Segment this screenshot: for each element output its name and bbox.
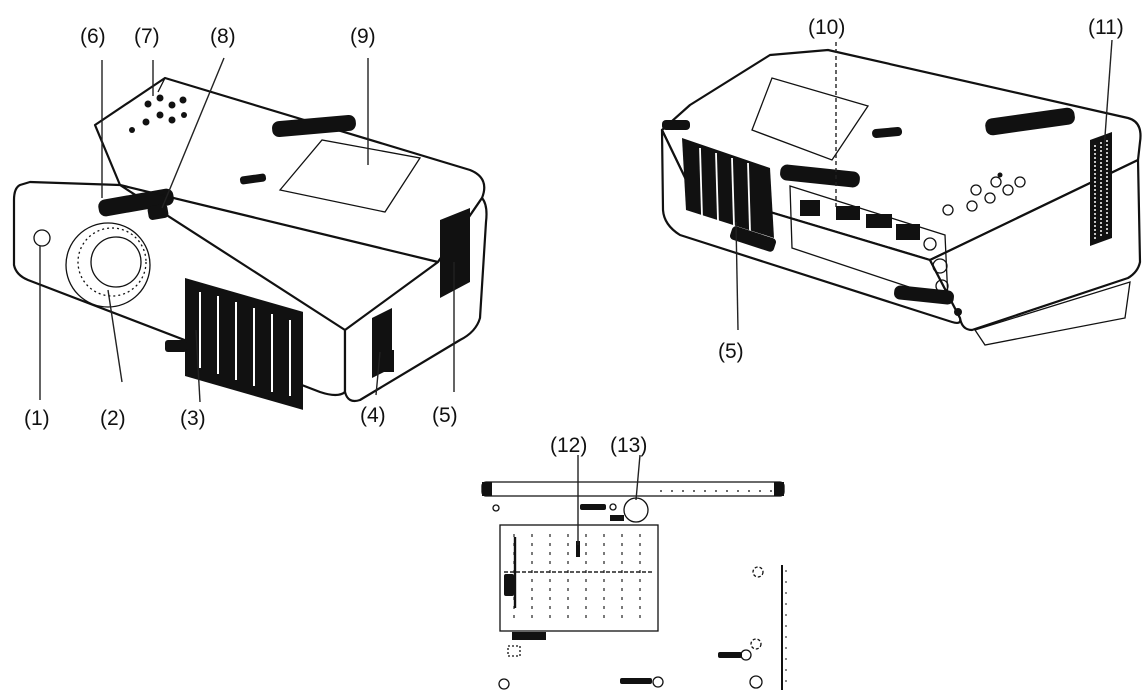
lamp-cover: [278, 139, 422, 213]
front-vent: [185, 278, 303, 410]
callout-12: (12): [550, 434, 587, 457]
callout-13: (13): [610, 434, 647, 457]
callout-11: (11): [1088, 16, 1124, 39]
connector-panel: [780, 164, 962, 316]
callout-8: (8): [210, 25, 236, 48]
foot-adjuster: [623, 497, 649, 523]
control-panel-rear: [942, 172, 1026, 216]
projector-bottom-view: [481, 454, 787, 690]
bottom-plate: [499, 524, 659, 632]
callout-1: (1): [24, 407, 50, 430]
lens-shift-lever: [147, 204, 169, 220]
lens: [90, 236, 142, 288]
callout-9: (9): [350, 25, 376, 48]
callout-3: (3): [180, 407, 206, 430]
top-handle-rear: [985, 107, 1075, 136]
callout-10: (10): [808, 16, 845, 39]
projector-rear-view: [660, 39, 1142, 346]
front-handle: [98, 188, 174, 217]
projector-front-view: [12, 57, 488, 410]
adjustable-foot: [165, 340, 187, 352]
filter-tab: [576, 541, 580, 557]
callout-4: (4): [360, 404, 386, 427]
callout-6: (6): [80, 25, 106, 48]
ir-sensor: [33, 229, 51, 247]
callout-2: (2): [100, 407, 126, 430]
callout-5-rear: (5): [718, 340, 744, 363]
lens-ring: [65, 222, 151, 308]
callout-5: (5): [432, 404, 458, 427]
side-vent: [372, 208, 470, 378]
callout-labels: (6) (7) (8) (9) (1) (2) (3) (4) (5) (10)…: [24, 16, 1124, 457]
control-panel: [129, 94, 187, 133]
callout-7: (7): [134, 25, 160, 48]
rear-vent: [682, 138, 776, 252]
speaker-vent: [1090, 132, 1112, 246]
top-handle: [272, 114, 356, 138]
